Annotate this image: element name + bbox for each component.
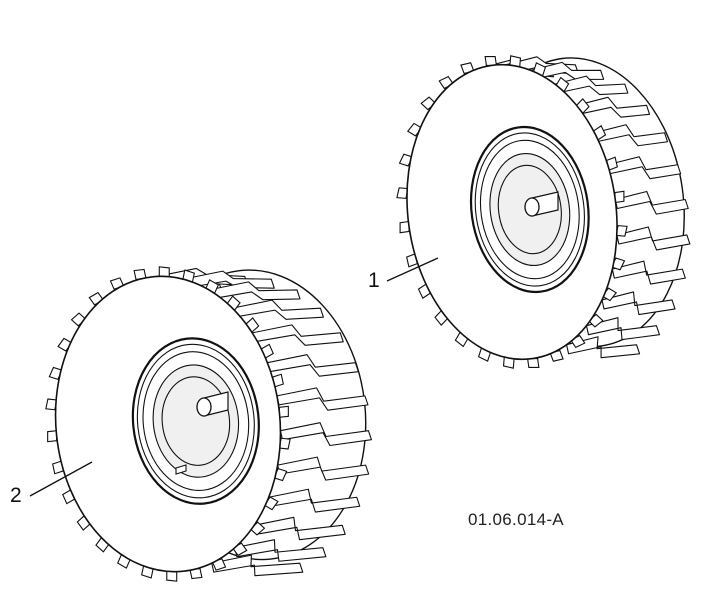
tread-lug: [277, 456, 370, 481]
tread-lug: [211, 554, 304, 577]
tread-lug: [251, 324, 344, 346]
tread-lug: [231, 299, 324, 320]
tread-lug: [268, 488, 361, 513]
tread-lug: [279, 422, 372, 447]
sidewall-tooth: [166, 570, 178, 582]
callout-label-2: 2: [10, 484, 22, 507]
tread-lug: [614, 190, 689, 215]
tire-icon-group: [396, 55, 691, 369]
tread-lug: [611, 260, 686, 285]
sidewall-tooth: [47, 430, 58, 443]
tread-lug: [234, 539, 327, 562]
sidewall-tooth: [399, 220, 410, 234]
valve-stem: [175, 464, 187, 475]
rim-ring: [142, 351, 250, 492]
tire-icon-group: [45, 266, 372, 582]
wheel-assembly-1: [396, 55, 691, 369]
rim-ring: [161, 376, 231, 466]
sidewall-tooth: [484, 55, 498, 66]
leader-line-1: [386, 257, 439, 282]
rim-ring: [497, 164, 562, 255]
rim-ring: [152, 364, 240, 478]
tread-lug: [607, 156, 682, 180]
callout-label-1: 1: [368, 269, 380, 292]
figure-reference-code: 01.06.014-A: [468, 510, 564, 529]
tread-lug: [566, 336, 641, 359]
sidewall-tooth: [614, 190, 625, 204]
axle-shaft-end: [196, 397, 212, 417]
axle-shaft-end: [524, 197, 540, 217]
sidewall-tooth: [158, 266, 170, 278]
wheel-rim-icon: [131, 337, 260, 505]
axle-shaft-icon: [196, 391, 229, 417]
rim-ring: [469, 125, 590, 294]
tread-lug: [554, 75, 629, 96]
axle-shaft-icon: [524, 191, 559, 217]
tread-lug: [616, 226, 691, 251]
rim-ring: [479, 139, 580, 280]
tread-lug: [575, 96, 651, 118]
sidewall-tooth: [278, 405, 289, 418]
rim-ring: [136, 343, 255, 499]
tread-lug: [585, 317, 661, 341]
wheel-assembly-2: [45, 266, 372, 582]
tread-lug: [253, 516, 346, 541]
sidewall-tooth: [526, 358, 540, 369]
rim-ring: [131, 337, 260, 505]
tread-lug: [276, 387, 369, 411]
tread-lug: [593, 124, 669, 147]
tread-lug: [601, 291, 676, 316]
tread-lug: [266, 354, 359, 377]
tread-lug: [208, 281, 301, 301]
leader-line-2: [29, 461, 93, 497]
